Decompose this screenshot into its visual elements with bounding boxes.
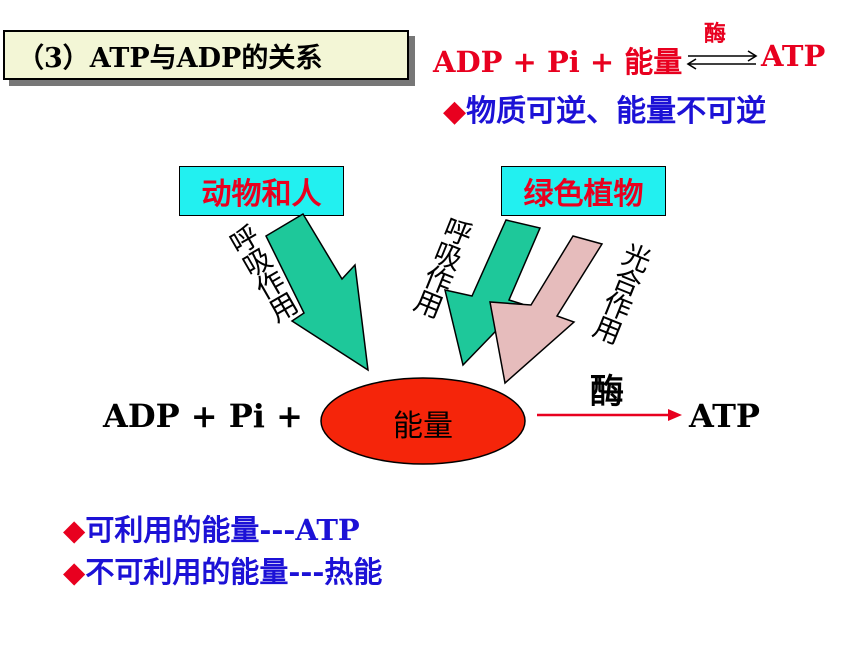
reaction-arrow-head: [668, 409, 682, 421]
bullet-diamond-icon: ◆: [63, 513, 86, 547]
top-equation-left: ADP + Pi + 能量: [433, 45, 683, 79]
energy-label: 能量: [393, 409, 453, 444]
top-enzyme-label: 酶: [704, 21, 727, 47]
bullet-diamond-icon: ◆: [443, 94, 467, 129]
bullet-diamond-icon: ◆: [63, 555, 86, 589]
main-equation-right: ATP: [689, 397, 760, 435]
plants-box: 绿色植物: [501, 166, 666, 216]
plant-respiration-arrow: [443, 219, 542, 367]
animal-respiration-arrow: [265, 212, 369, 372]
energy-ellipse: [320, 377, 526, 465]
enzyme-label: 酶: [590, 372, 624, 412]
reversible-arrow-icon: [686, 50, 758, 70]
photosynthesis-arrow: [489, 235, 604, 385]
animals-box: 动物和人: [179, 166, 344, 216]
page-title: （3）ATP与ADP的关系: [3, 30, 409, 80]
main-equation-left: ADP + Pi +: [103, 397, 303, 435]
bullet-usable-energy: ◆可利用的能量---ATP: [63, 513, 360, 547]
top-note: ◆物质可逆、能量不可逆: [443, 94, 767, 129]
top-equation-right: ATP: [761, 39, 826, 73]
bullet-unusable-energy: ◆不可利用的能量---热能: [63, 555, 383, 589]
